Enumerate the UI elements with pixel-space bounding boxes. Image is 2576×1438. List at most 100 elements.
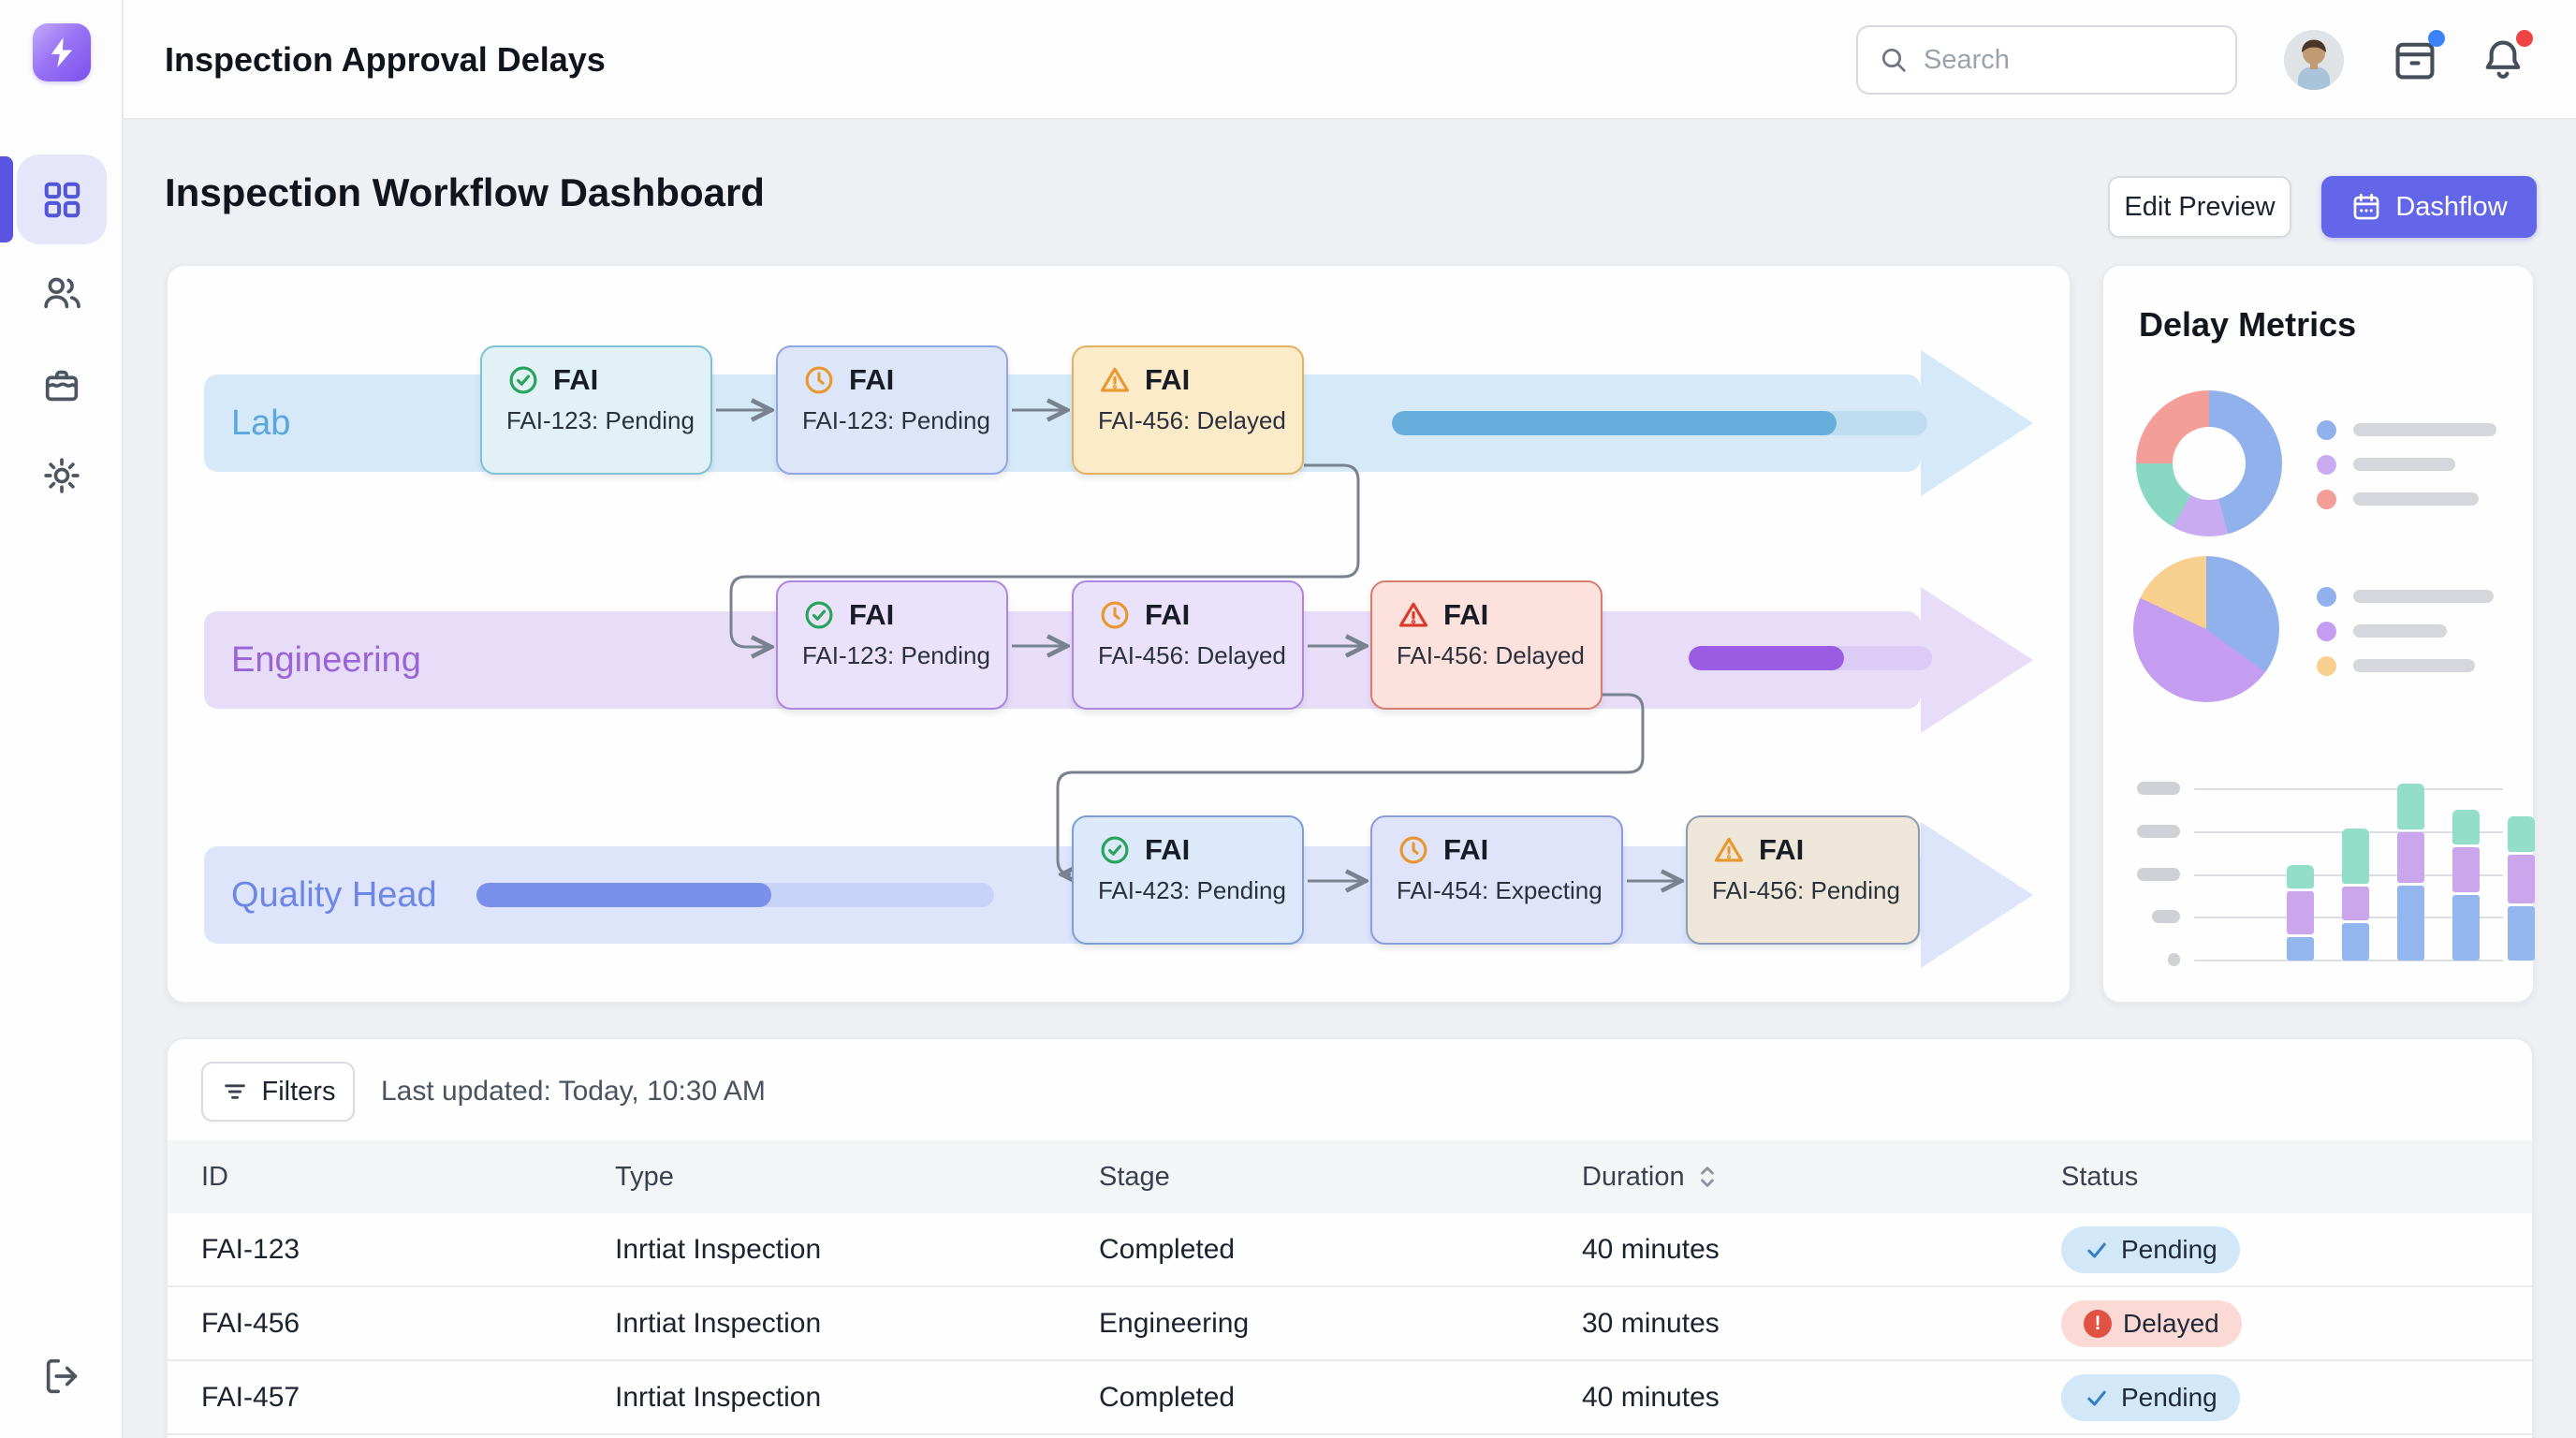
edit-preview-button[interactable]: Edit Preview [2108, 176, 2291, 238]
bar-segment [2397, 832, 2424, 883]
bar-segment [2342, 887, 2369, 920]
cell-stage: Engineering [1099, 1307, 1250, 1339]
filters-label: Filters [261, 1076, 336, 1107]
duration-label: Duration [1582, 1161, 1685, 1192]
pie-legend [2317, 586, 2494, 676]
legend-text-placeholder [2353, 590, 2494, 603]
notifications-button[interactable] [2479, 30, 2533, 84]
users-icon [44, 277, 80, 309]
cell-id: FAI-457 [201, 1381, 300, 1413]
delay-bar-chart [2194, 784, 2535, 961]
cell-id: FAI-123 [201, 1233, 300, 1265]
bar-segment [2397, 886, 2424, 961]
legend-dot [2317, 655, 2336, 676]
bar-segment [2287, 937, 2314, 961]
legend-text-placeholder [2353, 492, 2479, 506]
lane-band-engineering [204, 611, 1921, 709]
inbox-badge [2428, 30, 2445, 47]
axis-tick-placeholder [2152, 910, 2180, 924]
stacked-bar [2508, 816, 2535, 961]
workflow-card[interactable]: FAI FAI-456: Delayed [1072, 580, 1304, 710]
delay-pie-chart [2133, 556, 2279, 702]
bar-segment [2342, 829, 2369, 884]
filters-button[interactable]: Filters [201, 1062, 355, 1122]
legend-text-placeholder [2353, 659, 2475, 672]
card-subtitle: FAI-423: Pending [1098, 876, 1286, 904]
user-avatar[interactable] [2284, 30, 2344, 90]
lane-label-lab: Lab [231, 403, 291, 443]
stacked-bar [2397, 784, 2424, 961]
card-subtitle: FAI-123: Pending [802, 641, 990, 669]
warning-triangle-icon [1100, 367, 1130, 392]
warning-triangle-icon [1398, 602, 1428, 627]
donut-legend [2317, 419, 2496, 509]
legend-dot [2317, 621, 2336, 641]
workflow-card[interactable]: FAI FAI-123: Pending [776, 580, 1008, 710]
delay-metrics-title: Delay Metrics [2139, 305, 2357, 344]
lane-arrowhead-quality-head [1921, 822, 2033, 968]
card-subtitle: FAI-456: Pending [1712, 876, 1900, 904]
legend-text-placeholder [2353, 458, 2455, 471]
bar-segment [2452, 895, 2480, 961]
quality-progress-fill [476, 883, 772, 907]
search-input[interactable] [1924, 44, 2195, 76]
card-subtitle: FAI-123: Pending [802, 406, 990, 434]
workflow-card[interactable]: FAI FAI-456: Pending [1686, 815, 1920, 945]
bar-segment [2287, 891, 2314, 934]
delay-metrics-panel: Delay Metrics [2101, 264, 2535, 1004]
cell-type: Inrtiat Inspection [615, 1307, 822, 1339]
status-badge: Pending [2061, 1373, 2240, 1421]
stacked-bar [2452, 810, 2480, 961]
bar-segment [2287, 865, 2314, 888]
check-circle-icon [805, 601, 833, 629]
card-title: FAI [849, 598, 895, 631]
sidebar-item-logout[interactable] [17, 1331, 107, 1421]
inbox-button[interactable] [2391, 30, 2445, 84]
status-badge: !Delayed [2061, 1299, 2242, 1347]
lane-arrowhead-lab [1921, 350, 2033, 496]
check-circle-icon [1101, 836, 1129, 864]
column-header-duration[interactable]: Duration [1582, 1162, 2061, 1193]
sidebar-item-users[interactable] [17, 248, 107, 338]
inspections-table-panel: Filters Last updated: Today, 10:30 AM ID… [166, 1037, 2534, 1438]
gridline [2194, 788, 2503, 790]
sidebar-item-dashboard[interactable] [17, 154, 107, 244]
legend-row [2317, 655, 2494, 676]
calendar-icon [2353, 193, 2379, 220]
bar-segment [2508, 816, 2535, 852]
cell-stage: Completed [1099, 1233, 1236, 1265]
search-box[interactable] [1856, 25, 2237, 95]
legend-dot [2317, 419, 2336, 440]
card-subtitle: FAI-456: Delayed [1098, 641, 1286, 669]
lab-progress-fill [1392, 411, 1837, 435]
bar-segment [2508, 906, 2535, 961]
sidebar-item-settings[interactable] [17, 431, 107, 521]
card-title: FAI [1759, 833, 1805, 866]
search-icon [1882, 49, 1906, 72]
card-title: FAI [1145, 598, 1191, 631]
legend-dot [2317, 586, 2336, 607]
legend-text-placeholder [2353, 423, 2496, 436]
sidebar-item-projects[interactable] [17, 341, 107, 431]
status-badge: Pending [2061, 1225, 2240, 1273]
cell-type: Inrtiat Inspection [615, 1233, 822, 1265]
dashflow-button[interactable]: Dashflow [2321, 176, 2537, 238]
card-title: FAI [1145, 363, 1191, 396]
card-title: FAI [1443, 598, 1489, 631]
app-logo[interactable] [33, 23, 91, 81]
page-title: Inspection Workflow Dashboard [165, 170, 765, 214]
lane-label-quality-head: Quality Head [231, 874, 437, 915]
lane-label-engineering: Engineering [231, 639, 421, 680]
table-header-row: ID Type Stage Duration Status [168, 1140, 2532, 1213]
axis-tick-placeholder [2168, 953, 2180, 966]
